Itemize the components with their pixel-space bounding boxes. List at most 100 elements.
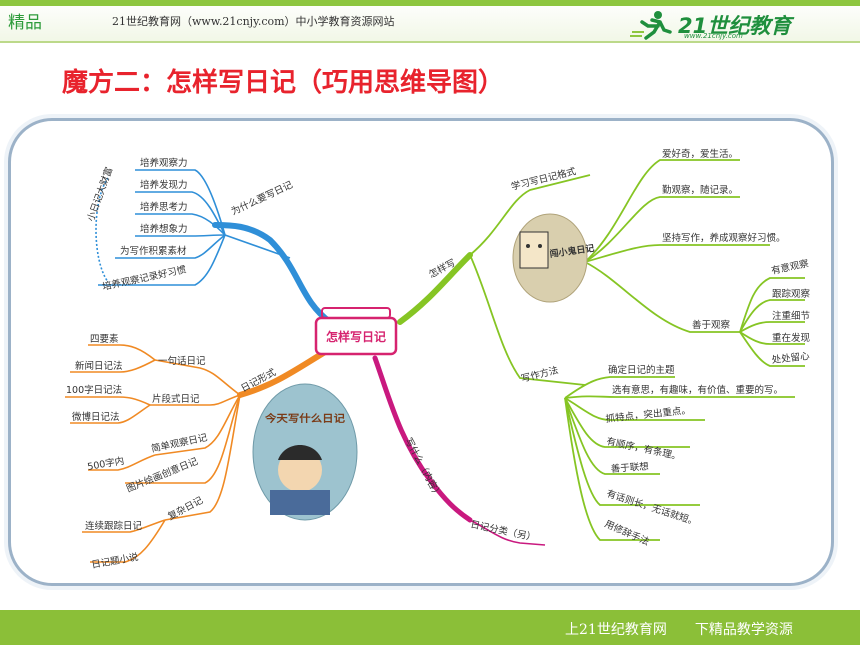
why-item: 培养思考力 [140, 201, 188, 213]
mindmap-connector [98, 234, 226, 286]
forms-item: 连续跟踪日记 [85, 520, 143, 532]
mindmap-connector [564, 397, 660, 541]
forms-item: 新闻日记法 [75, 360, 123, 372]
observe-item: 跟踪观察 [772, 288, 811, 300]
mindmap-connector [564, 376, 675, 399]
mindmap-connector [135, 234, 226, 237]
method-item: 有顺序，有条理。 [605, 435, 682, 463]
header-divider [0, 41, 860, 43]
mindmap-connector [95, 177, 109, 283]
branch-how-trunk [397, 252, 473, 325]
forms-item: 微博日记法 [72, 411, 120, 423]
mindmap-connector [469, 174, 591, 256]
mindmap-connector [70, 404, 151, 424]
why-item: 为写作积累素材 [120, 245, 187, 257]
mindmap-connector [135, 169, 226, 236]
why-sub-group: 小日记大财富 [85, 165, 116, 223]
mindmap-frame [8, 118, 834, 586]
mindmap-connector [469, 519, 546, 546]
mindmap-connector [115, 234, 226, 259]
mindmap-connector [321, 307, 391, 319]
method-item: 选有意思，有趣味，有价值、重要的写。 [612, 384, 783, 396]
mindmap-connector [526, 244, 530, 248]
why-item: 培养想象力 [140, 223, 188, 235]
mindmap-connector [65, 396, 151, 406]
cartoon-face [519, 231, 549, 269]
why-item: 培养观察力 [140, 157, 188, 169]
branch-why-trunk [212, 222, 333, 325]
method-item: 抓特点，突出重点。 [605, 404, 691, 425]
mindmap-connector [564, 397, 700, 506]
brand-label: 精品 [8, 13, 42, 33]
logo-url: www.21cnjy.com [684, 32, 743, 40]
observe-item: 注重细节 [772, 310, 810, 322]
observe-label: 善于观察 [692, 319, 731, 331]
logo[interactable]: 21世纪教育 www.21cnjy.com [630, 10, 810, 42]
mindmap-connector [70, 359, 156, 373]
forms-group: 图片绘画创意日记 [125, 455, 200, 495]
mindmap-connector [564, 397, 660, 475]
footer-bar: 上21世纪教育网 下精品教学资源 [0, 610, 860, 645]
mindmap-connector [224, 234, 291, 259]
content-branch-label: 写什么（内容） [402, 436, 444, 500]
mindmap-connector [564, 397, 690, 448]
mindmap-connector [278, 445, 322, 460]
mindmap-connector [125, 394, 241, 484]
mindmap-connector [469, 254, 586, 386]
observe-item: 重在发现 [772, 332, 811, 344]
how-condition: 坚持写作，养成观察好习惯。 [662, 232, 786, 244]
site-name[interactable]: 21世纪教育网（www.21cnjy.com）中小学教育资源网站 [112, 15, 395, 28]
mindmap-connector [584, 196, 740, 263]
mindmap-connector [154, 394, 241, 456]
how-format-label: 学习写日记格式 [510, 165, 578, 193]
observe-item: 有意观察 [770, 257, 810, 277]
mindmap-connector [739, 331, 805, 345]
mindmap-connector [564, 395, 795, 399]
why-item: 培养发现力 [140, 179, 188, 191]
footer-text[interactable]: 上21世纪教育网 下精品教学资源 [565, 622, 793, 638]
method-item: 用修辞手法 [603, 518, 651, 548]
branch-forms-trunk [237, 349, 328, 398]
mindmap-connector [584, 244, 770, 263]
mindmap-connector [88, 344, 156, 361]
mindmap-connector [154, 359, 241, 396]
why-branch-label: 为什么要写日记 [229, 179, 295, 218]
forms-item: 四要素 [90, 333, 119, 345]
logo-text: 21世纪教育 [678, 14, 792, 38]
how-condition: 爱好奇，爱生活。 [662, 148, 738, 160]
page-title: 魔方二：怎样写日记（巧用思维导图） [62, 68, 505, 98]
mindmap-connector [739, 299, 805, 333]
why-item: 培养观察记录好习惯 [101, 263, 188, 293]
mindmap-connector [90, 519, 166, 563]
content-item: 日记分类（另） [469, 518, 537, 544]
forms-item: 100字日记法 [66, 384, 122, 396]
how-condition: 勤观察，随记录。 [662, 184, 738, 196]
forms-item: 日记题小说 [90, 551, 139, 571]
method-item: 有话则长，无话就短。 [605, 487, 699, 528]
forms-group: 复杂日记 [166, 494, 206, 523]
observe-item: 处处留心 [771, 350, 811, 366]
mindmap-connector [739, 331, 805, 367]
mindmap-connector [150, 394, 241, 406]
mindmap-connector [314, 316, 398, 356]
mindmap-connector [584, 159, 740, 263]
mindmap-connector [739, 321, 805, 333]
mindmap-connector [135, 213, 226, 236]
mindmap-connector [164, 394, 241, 521]
mindmap-connector [135, 191, 226, 236]
mindmap-connector [82, 519, 166, 533]
branch-content-trunk [372, 355, 473, 523]
mindmap-connector [538, 244, 542, 248]
method-item: 善于联想 [610, 460, 649, 475]
mindmap-connector [739, 277, 805, 333]
central-node-label: 怎样写日记 [326, 329, 386, 344]
mindmap-connector [270, 490, 330, 515]
forms-group: 片段式日记 [152, 393, 200, 405]
header-bar: 精品 21世纪教育网（www.21cnjy.com）中小学教育资源网站 21世纪… [0, 0, 860, 43]
forms-group: 一句话日记 [158, 355, 206, 367]
mindmap-connector [564, 397, 705, 421]
runner-logo-icon [630, 11, 672, 40]
method-item: 确定日记的主题 [608, 364, 675, 376]
central-node[interactable]: 怎样写日记 [314, 307, 398, 356]
